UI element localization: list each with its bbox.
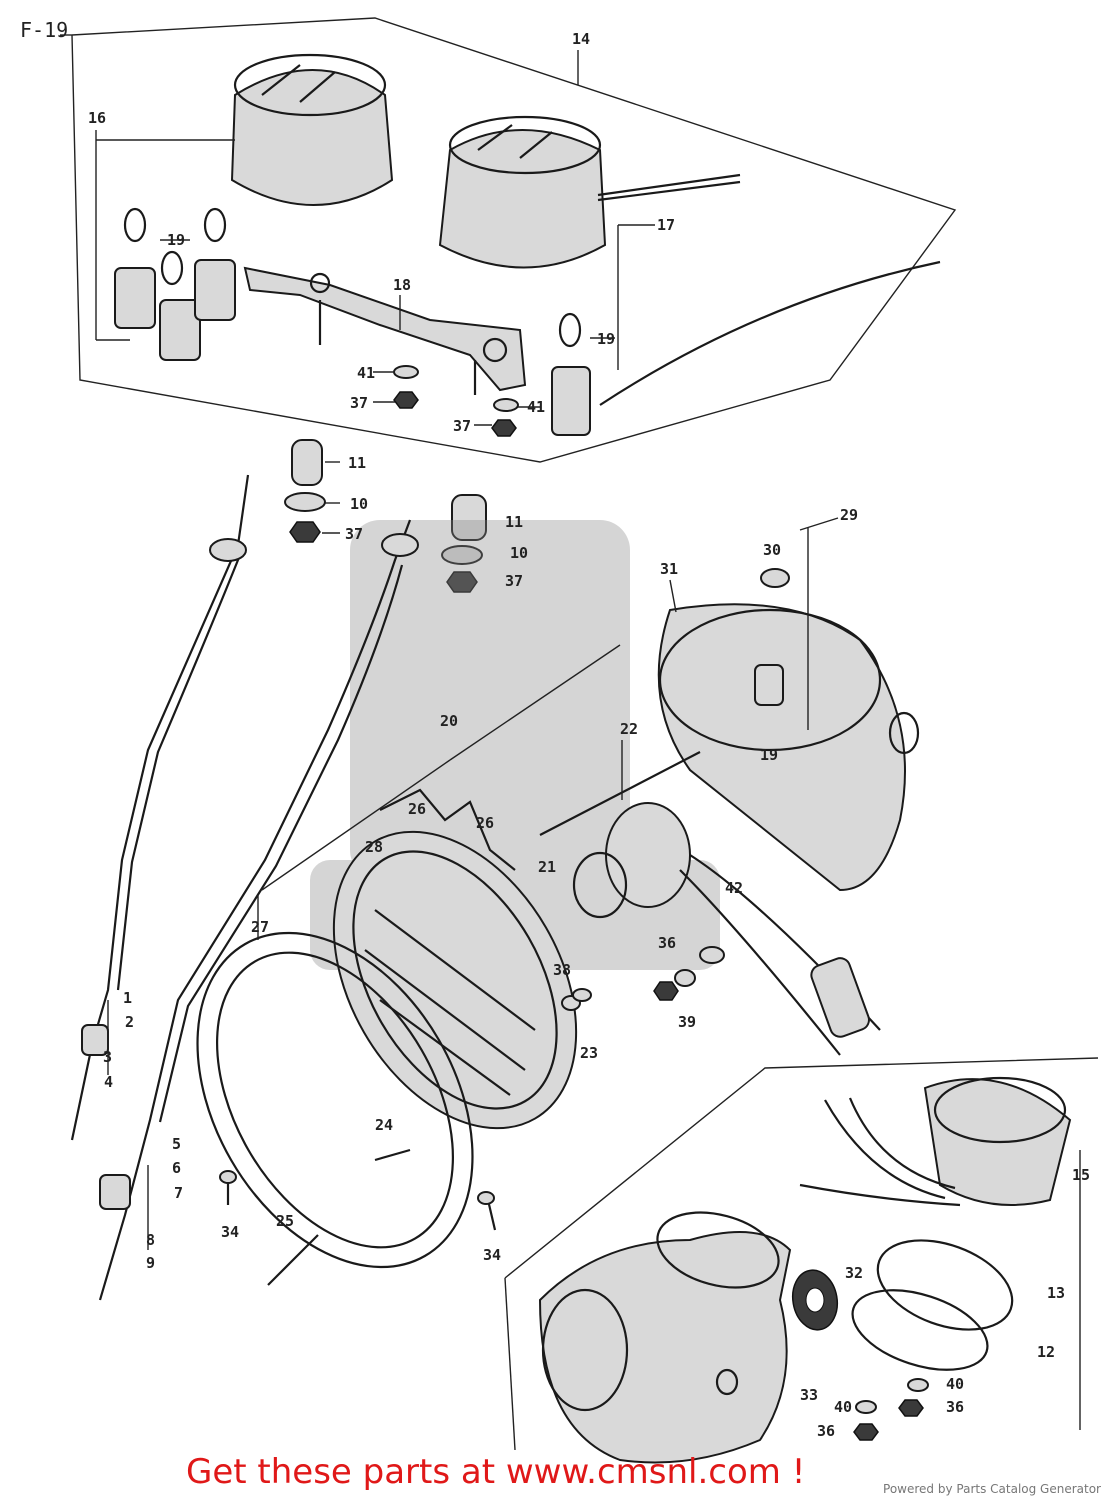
callout-26-left: 26 [408,800,426,818]
powered-by-label: Powered by Parts Catalog Generator [883,1482,1101,1496]
mount-grommet-left[interactable] [284,439,326,543]
rim-screws[interactable] [219,1148,497,1286]
callout-41-left: 41 [357,364,375,382]
callout-4: 4 [104,1073,113,1091]
callout-40-left: 40 [834,1398,852,1416]
speedometer-case[interactable] [230,53,394,206]
callout-19-case: 19 [760,746,778,764]
tachometer-cable[interactable] [98,519,419,1301]
speedometer-cable[interactable] [70,474,250,1141]
callout-12: 12 [1037,1343,1055,1361]
callout-33: 33 [800,1386,818,1404]
callout-41-right: 41 [527,398,545,416]
callout-3: 3 [103,1048,112,1066]
callout-36-mid: 36 [658,934,676,952]
meter-assembly-frame [60,17,957,463]
callout-labels: 14 16 17 18 19 19 41 37 41 37 11 10 37 1… [88,30,1090,1440]
callout-1: 1 [123,989,132,1007]
callout-20: 20 [440,712,458,730]
callout-37-right-mid: 37 [505,572,523,590]
callout-13: 13 [1047,1284,1065,1302]
callout-14: 14 [572,30,590,48]
mount-grommet-right[interactable] [441,494,487,593]
headlight-housing[interactable] [538,1200,792,1464]
headlight-rim[interactable] [141,884,529,1316]
meter-rings[interactable] [843,1223,1025,1384]
case-nuts-washers[interactable] [561,946,725,1011]
callout-34-right: 34 [483,1246,501,1264]
callout-11-right: 11 [505,513,523,531]
callout-7: 7 [174,1184,183,1202]
tacho-cable-upper[interactable] [599,260,941,406]
headlight-wires[interactable] [379,788,516,871]
callout-37-right: 37 [453,417,471,435]
callout-36-bottom: 36 [817,1422,835,1440]
callout-42: 42 [725,879,743,897]
headlight-case[interactable] [657,568,920,892]
buy-parts-link[interactable]: Get these parts at www.cmsnl.com ! [186,1452,806,1492]
callout-31: 31 [660,560,678,578]
callout-23: 23 [580,1044,598,1062]
leader-lines [95,50,839,1250]
callout-27: 27 [251,918,269,936]
callout-34-left: 34 [221,1223,239,1241]
callout-22: 22 [620,720,638,738]
callout-21: 21 [538,858,556,876]
callout-15: 15 [1072,1166,1090,1184]
callout-17: 17 [657,216,675,234]
sheet-code: F-19 [20,18,69,42]
callout-37-mid: 37 [345,525,363,543]
callout-25: 25 [276,1212,294,1230]
headlight-socket[interactable] [539,751,881,1056]
callout-16: 16 [88,109,106,127]
callout-29: 29 [840,506,858,524]
callout-19-right: 19 [597,330,615,348]
callout-6: 6 [172,1159,181,1177]
callout-18: 18 [393,276,411,294]
callout-10-right: 10 [510,544,528,562]
bulb-sockets[interactable] [114,207,591,436]
callout-28: 28 [365,838,383,856]
callout-10-left: 10 [350,495,368,513]
callout-24: 24 [375,1116,393,1134]
meter-seal[interactable] [788,1267,842,1334]
callout-37-left: 37 [350,394,368,412]
callout-2: 2 [125,1013,134,1031]
lower-assembly-frame [504,1057,1099,1451]
combination-meter[interactable] [799,1076,1072,1207]
callout-8: 8 [146,1231,155,1249]
callout-40-right: 40 [946,1375,964,1393]
callout-36-right: 36 [946,1398,964,1416]
tachometer-case[interactable] [438,115,741,269]
callout-9: 9 [146,1254,155,1272]
meter-bracket[interactable] [243,266,527,395]
callout-5: 5 [172,1135,181,1153]
callout-11-left: 11 [348,454,366,472]
callout-32: 32 [845,1264,863,1282]
housing-nuts-washers[interactable] [853,1378,929,1441]
callout-26-right: 26 [476,814,494,832]
callout-19-top: 19 [167,231,185,249]
callout-38: 38 [553,961,571,979]
callout-30: 30 [763,541,781,559]
top-nuts-washers[interactable] [393,365,519,437]
headlight-lens[interactable] [284,789,626,1171]
callout-39: 39 [678,1013,696,1031]
